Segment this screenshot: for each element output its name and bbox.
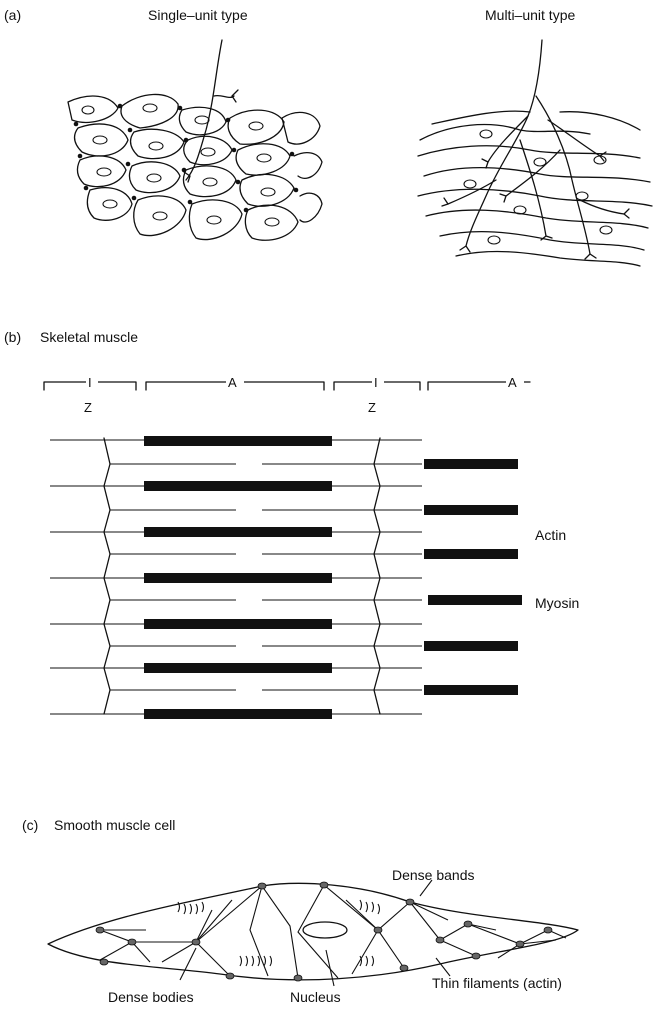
single-unit-title: Single–unit type <box>148 7 248 23</box>
nucleus-leader <box>325 949 335 987</box>
z-label-1: Z <box>84 400 92 415</box>
filament-network <box>99 884 567 979</box>
dense-bodies-leader <box>179 947 197 981</box>
z-line-right <box>373 437 381 715</box>
smooth-cell-outline <box>47 882 579 981</box>
dense-bodies <box>95 881 553 982</box>
myosin-label: Myosin <box>535 595 579 611</box>
panel-a: (a) Single–unit type Multi–unit type <box>4 7 653 267</box>
dense-bands-label: Dense bands <box>392 867 475 883</box>
panel-b-letter: (b) <box>4 329 21 345</box>
dense-bodies-label: Dense bodies <box>108 989 194 1005</box>
smooth-muscle-title: Smooth muscle cell <box>54 817 175 833</box>
single-unit-cells <box>67 39 323 241</box>
band-label-a-2: A <box>508 375 517 390</box>
panel-a-letter: (a) <box>4 7 21 23</box>
z-line-left <box>103 437 111 715</box>
nucleus-label: Nucleus <box>290 989 341 1005</box>
band-label-a-1: A <box>228 375 237 390</box>
thin-filaments-leader <box>435 957 451 977</box>
myosin-filaments <box>144 436 522 719</box>
myosin-squiggles <box>177 899 381 967</box>
nucleus <box>302 921 348 939</box>
thin-filaments-label: Thin filaments (actin) <box>432 975 562 991</box>
panel-c-letter: (c) <box>22 817 38 833</box>
band-labels: I A I A Z Z <box>84 374 524 415</box>
band-label-i-1: I <box>88 375 92 390</box>
multi-unit-title: Multi–unit type <box>485 7 575 23</box>
multi-unit-cells <box>417 39 653 267</box>
band-label-i-2: I <box>374 375 378 390</box>
panel-b: (b) Skeletal muscle I A I A Z Z <box>4 329 579 719</box>
band-brackets <box>43 381 531 391</box>
skeletal-muscle-title: Skeletal muscle <box>40 329 138 345</box>
panel-c: (c) Smooth muscle cell <box>22 817 579 1005</box>
actin-label: Actin <box>535 527 566 543</box>
z-label-2: Z <box>368 400 376 415</box>
dense-bands-leader <box>419 879 433 897</box>
